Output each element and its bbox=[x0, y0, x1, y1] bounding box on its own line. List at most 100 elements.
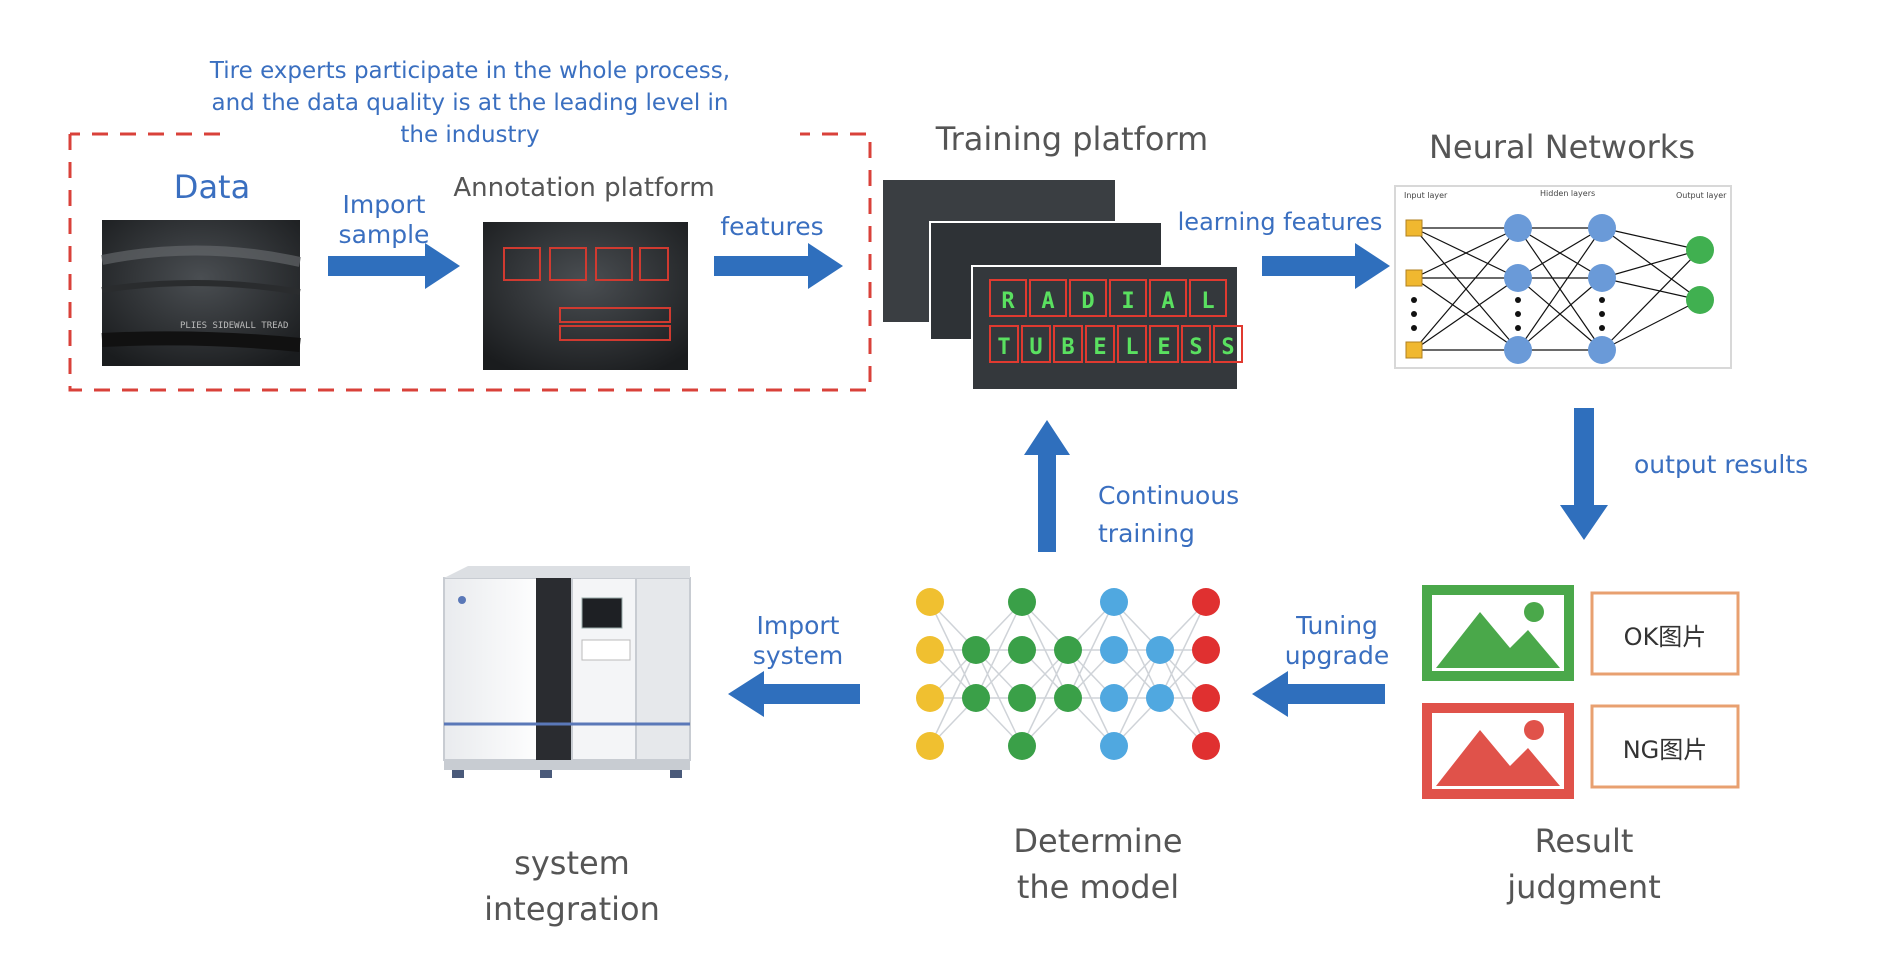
model-edge bbox=[1113, 649, 1161, 747]
model-edge bbox=[1159, 601, 1207, 699]
char-label: T bbox=[997, 335, 1010, 360]
continuous-line2: training bbox=[1098, 519, 1195, 548]
char-label: D bbox=[1081, 289, 1094, 314]
output-layer-label: Output layer bbox=[1676, 191, 1727, 200]
nn-edge bbox=[1601, 249, 1701, 279]
ng-label-frame bbox=[1590, 704, 1740, 789]
header-note-line3: the industry bbox=[400, 122, 539, 148]
char-box bbox=[1109, 279, 1147, 317]
model-node bbox=[916, 732, 944, 760]
continuous-line1: Continuous bbox=[1098, 481, 1239, 510]
data-tire-image: PLIES SIDEWALL TREAD bbox=[101, 220, 302, 366]
char-box bbox=[1029, 279, 1067, 317]
nn-ellipsis-dot bbox=[1515, 297, 1521, 303]
char-label: S bbox=[1221, 335, 1234, 360]
model-node bbox=[1192, 588, 1220, 616]
result-line2: judgment bbox=[1506, 868, 1660, 906]
annotation-stage: Annotation platform bbox=[453, 173, 715, 370]
nn-ellipsis-dot bbox=[1599, 311, 1605, 317]
import-sample-arrow: Import sample bbox=[328, 190, 460, 289]
header-note-line2: and the data quality is at the leading l… bbox=[212, 90, 729, 116]
model-node bbox=[1008, 684, 1036, 712]
nn-hidden-node bbox=[1504, 336, 1532, 364]
char-box bbox=[1189, 279, 1227, 317]
char-box bbox=[1069, 279, 1107, 317]
import-sample-line1: Import bbox=[343, 190, 426, 219]
header-note: Tire experts participate in the whole pr… bbox=[209, 58, 730, 148]
system-line1: system bbox=[514, 844, 630, 882]
nn-ellipsis-dot bbox=[1411, 297, 1417, 303]
learning-features-label: learning features bbox=[1178, 208, 1383, 236]
char-label: L bbox=[1125, 335, 1138, 360]
nn-input-node bbox=[1405, 219, 1423, 237]
nn-edge bbox=[1517, 227, 1603, 279]
nn-input-node bbox=[1405, 341, 1423, 359]
model-edge bbox=[1067, 601, 1115, 699]
model-node bbox=[1100, 732, 1128, 760]
nn-ellipsis-dot bbox=[1411, 311, 1417, 317]
model-line2: the model bbox=[1017, 868, 1179, 906]
model-node bbox=[1192, 732, 1220, 760]
features-label: features bbox=[720, 212, 823, 241]
char-label: U bbox=[1029, 335, 1042, 360]
model-edge bbox=[929, 649, 977, 747]
continuous-training-arrow: Continuous training bbox=[1024, 420, 1239, 552]
model-node bbox=[1008, 588, 1036, 616]
char-box bbox=[1181, 325, 1211, 363]
nn-ellipsis-dot bbox=[1411, 325, 1417, 331]
import-system-line2: system bbox=[753, 641, 843, 670]
model-edge bbox=[1021, 649, 1069, 747]
model-node bbox=[1192, 684, 1220, 712]
char-label: L bbox=[1201, 289, 1214, 314]
output-results-arrow: output results bbox=[1560, 408, 1808, 540]
result-line1: Result bbox=[1535, 822, 1634, 860]
hidden-layers-label: Hidden layers bbox=[1540, 189, 1595, 198]
char-box bbox=[989, 279, 1027, 317]
nn-edge bbox=[1601, 249, 1701, 351]
dashed-group-frame bbox=[68, 132, 872, 392]
model-stage: Determine the model bbox=[916, 588, 1220, 906]
model-node bbox=[916, 684, 944, 712]
nn-hidden-node bbox=[1588, 264, 1616, 292]
ok-label-frame bbox=[1590, 591, 1740, 676]
model-edges bbox=[929, 601, 1207, 747]
nn-edge bbox=[1413, 227, 1519, 351]
nn-edge bbox=[1601, 227, 1701, 251]
char-box bbox=[1213, 325, 1243, 363]
char-box bbox=[1021, 325, 1051, 363]
nn-hidden-node bbox=[1504, 264, 1532, 292]
annotation-title: Annotation platform bbox=[453, 173, 714, 203]
model-node bbox=[916, 636, 944, 664]
model-node bbox=[1146, 684, 1174, 712]
import-sample-line2: sample bbox=[339, 220, 430, 249]
output-results-label: output results bbox=[1634, 450, 1808, 479]
nn-output-node bbox=[1686, 236, 1714, 264]
model-node bbox=[1146, 636, 1174, 664]
model-node bbox=[1192, 636, 1220, 664]
nn-ellipsis-dot bbox=[1515, 325, 1521, 331]
char-label: R bbox=[1001, 289, 1015, 314]
model-node bbox=[962, 684, 990, 712]
result-judgment-stage: OK图片 NG图片 Result judgment bbox=[1422, 585, 1740, 906]
nn-input-node bbox=[1405, 269, 1423, 287]
system-line2: integration bbox=[484, 890, 660, 928]
char-label: E bbox=[1093, 335, 1106, 360]
model-line1: Determine bbox=[1013, 822, 1182, 860]
nn-edge bbox=[1517, 277, 1603, 351]
nn-edge bbox=[1601, 277, 1701, 301]
annotation-tire-image bbox=[483, 222, 688, 370]
tuning-line2: upgrade bbox=[1285, 641, 1389, 670]
neural-diagram-frame bbox=[1394, 185, 1732, 369]
svg-text:PLIES SIDEWALL TREAD: PLIES SIDEWALL TREAD bbox=[180, 321, 288, 331]
import-system-line1: Import bbox=[757, 611, 840, 640]
data-stage: Data PLIES SIDEWALL TREAD bbox=[101, 168, 302, 366]
ng-label: NG图片 bbox=[1623, 736, 1708, 764]
char-box bbox=[989, 325, 1019, 363]
import-system-arrow: Import system bbox=[728, 611, 860, 717]
model-node bbox=[1100, 684, 1128, 712]
inspection-machine-image bbox=[443, 566, 691, 778]
nn-edge bbox=[1413, 277, 1519, 351]
